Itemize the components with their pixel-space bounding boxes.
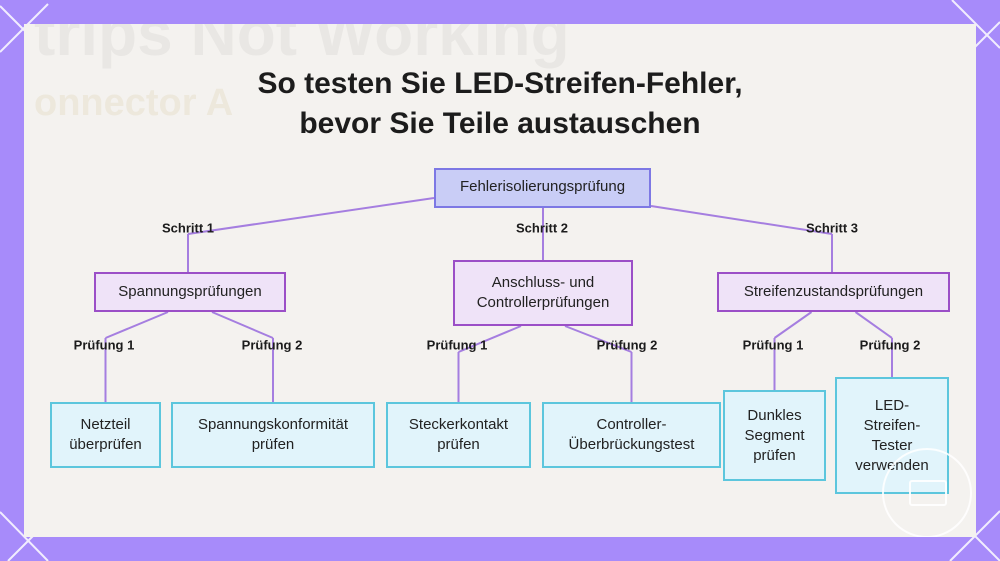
step-node-text-line: Controllerprüfungen [476, 294, 610, 311]
step-edge-label: Schritt 2 [515, 220, 569, 236]
connector-line [211, 311, 274, 339]
background-photo-subtext: onnector A [34, 82, 234, 124]
check-node-text-line: Spannungskonformität [197, 416, 349, 433]
check-edge-label: Prüfung 1 [426, 337, 488, 353]
check-node-text-line: prüfen [251, 436, 295, 453]
play-badge-icon [882, 448, 972, 537]
step-node-text-line: Anschluss- und [491, 274, 595, 291]
connector-line [773, 311, 813, 339]
check-node: Steckerkontakt prüfen [386, 402, 531, 468]
infographic-panel: trips Not Working onnector A So testen S… [24, 24, 976, 537]
step-node: Spannungsprüfungen [94, 272, 286, 312]
title-line-2: bevor Sie Teile austauschen [299, 107, 701, 140]
check-node-text-line: prüfen [753, 446, 796, 464]
check-node: Controller- Überbrückungstest [542, 402, 721, 468]
connector-lines [104, 197, 893, 402]
check-node-text-line: Dunkles [747, 406, 802, 424]
page-title: So testen Sie LED-Streifen-Fehler, bevor… [24, 64, 976, 144]
root-node: Fehlerisolierungsprüfung [434, 168, 651, 208]
step-node-text-line: Streifenzustandsprüfungen [743, 283, 924, 300]
check-node-text-line: Segment [744, 426, 805, 444]
connector-line [564, 325, 632, 353]
check-edge-label: Prüfung 2 [859, 337, 921, 353]
check-node-text-line: prüfen [437, 436, 480, 453]
step-edge-label: Schritt 1 [161, 220, 215, 236]
connector-line [650, 205, 833, 235]
check-node-text-line: Streifen- [863, 416, 921, 434]
connector-line [458, 325, 522, 353]
check-edge-label: Prüfung 2 [596, 337, 658, 353]
step-node-text-line: Spannungsprüfungen [118, 283, 262, 300]
check-node-text-line: LED- [874, 396, 910, 414]
check-node: Netzteil überprüfen [50, 402, 161, 468]
check-node-text-line: Steckerkontakt [408, 416, 509, 433]
title-line-1: So testen Sie LED-Streifen-Fehler, [257, 67, 743, 100]
connector-line [105, 311, 169, 339]
check-edge-label: Prüfung 1 [73, 337, 135, 353]
check-node-text-line: Tester [871, 436, 913, 454]
check-edge-label: Prüfung 1 [742, 337, 804, 353]
check-node-text-line: Controller- [596, 416, 667, 433]
check-node: Spannungskonformität prüfen [171, 402, 375, 468]
check-node-text-line: Netzteil [80, 416, 131, 433]
check-edge-label: Prüfung 2 [241, 337, 303, 353]
step-edge-label: Schritt 3 [805, 220, 859, 236]
check-node-text-line: überprüfen [69, 436, 142, 453]
background-photo-text: trips Not Working [34, 24, 570, 69]
connector-line [187, 197, 435, 235]
root-node-label: Fehlerisolierungsprüfung [459, 178, 626, 195]
connector-line [854, 311, 893, 339]
step-node: Streifenzustandsprüfungen [717, 272, 950, 312]
check-node-text-line: Überbrückungstest [568, 436, 695, 453]
